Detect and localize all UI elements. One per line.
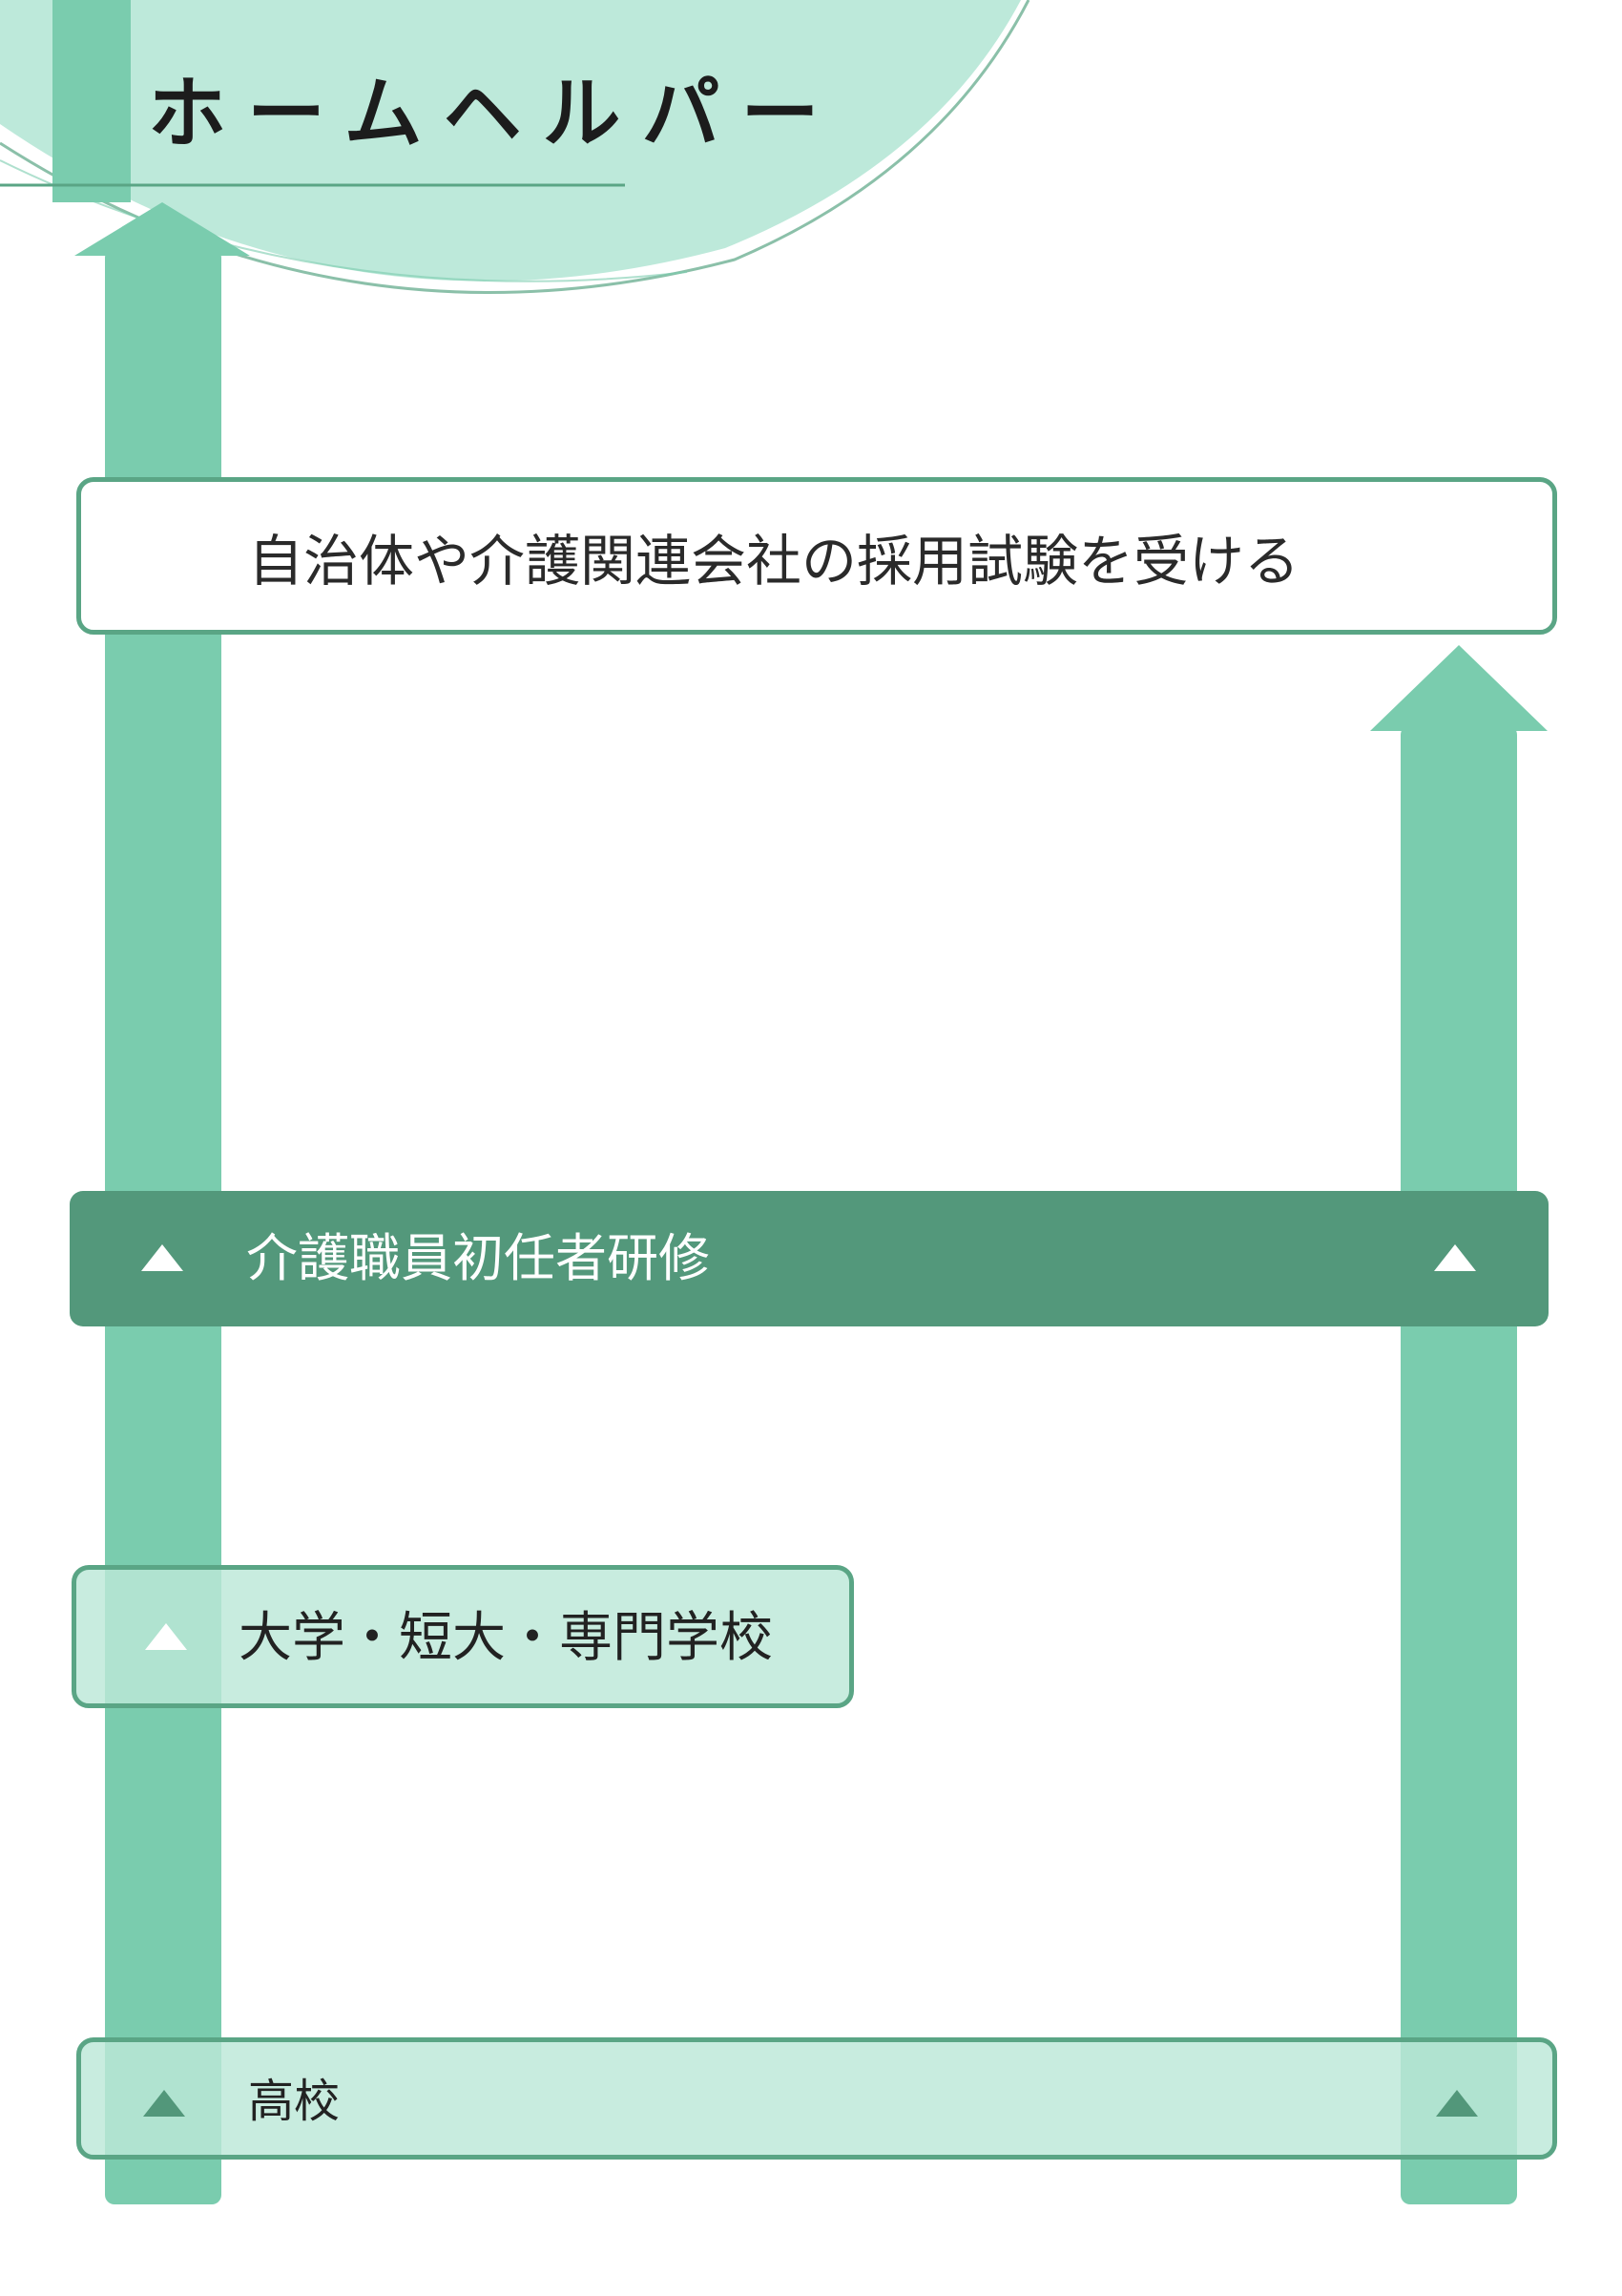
step-box-college: 大学・短大・専門学校 <box>72 1565 854 1708</box>
up-triangle-icon <box>141 1244 183 1271</box>
up-triangle-icon <box>145 1623 187 1650</box>
up-triangle-icon <box>1436 2090 1478 2117</box>
up-triangle-icon <box>1434 1244 1476 1271</box>
page-title: ホームヘルパー <box>148 68 841 159</box>
step-label-college: 大学・短大・専門学校 <box>239 1607 773 1669</box>
step-box-exam: 自治体や介護関連会社の採用試験を受ける <box>76 477 1557 635</box>
left-arrow-head <box>74 202 250 256</box>
step-box-training: 介護職員初任者研修 <box>70 1191 1549 1326</box>
step-box-highschool: 高校 <box>76 2037 1557 2160</box>
up-triangle-icon <box>143 2090 185 2117</box>
step-label-highschool: 高校 <box>248 2075 341 2128</box>
right-arrow-shaft <box>1401 725 1517 2204</box>
header-circle <box>0 0 1021 282</box>
right-arrow-head <box>1370 645 1548 731</box>
up-triangle-icon <box>145 547 187 574</box>
step-label-exam: 自治体や介護関連会社の採用試験を受ける <box>248 529 1300 594</box>
title-accent-bar <box>52 0 131 202</box>
step-label-training: 介護職員初任者研修 <box>246 1228 710 1288</box>
